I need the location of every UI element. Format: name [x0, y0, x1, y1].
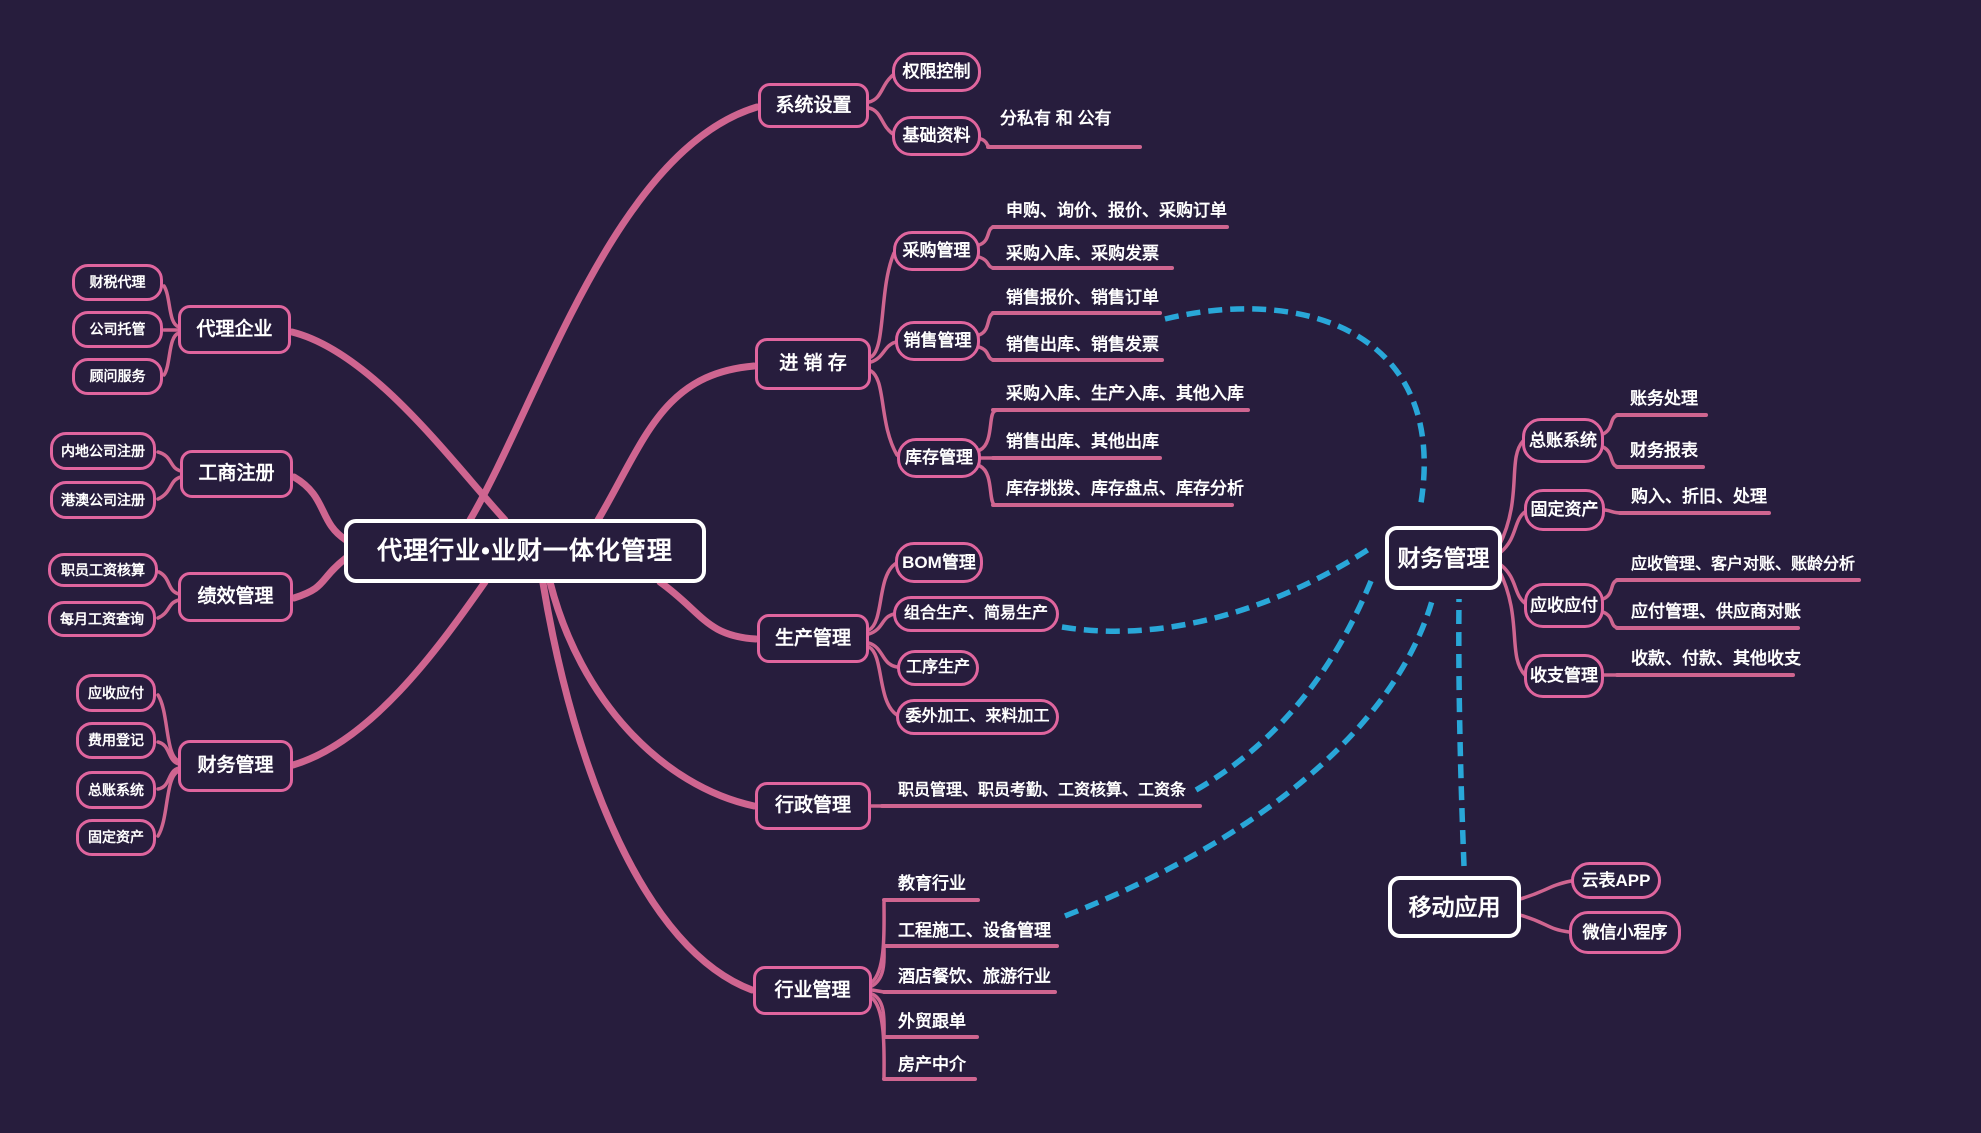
node-performance-mgmt[interactable]: 绩效管理: [178, 572, 293, 622]
label-industry-line-1[interactable]: 教育行业: [898, 874, 966, 893]
label-industry-line-2[interactable]: 工程施工、设备管理: [898, 921, 1051, 940]
node-gl-system-left[interactable]: 总账系统: [76, 771, 156, 809]
node-monthly-salary-query[interactable]: 每月工资查询: [48, 601, 156, 637]
label-stock-line-2[interactable]: 销售出库、其他出库: [1006, 432, 1159, 451]
node-process-production[interactable]: 工序生产: [897, 650, 979, 686]
node-fixed-assets-left[interactable]: 固定资产: [76, 819, 156, 856]
node-gl-system[interactable]: 总账系统: [1522, 418, 1604, 463]
node-center-topic[interactable]: 代理行业•业财一体化管理: [344, 519, 706, 583]
node-sales-mgmt[interactable]: 销售管理: [895, 321, 980, 361]
label-ar-ap-line-1[interactable]: 应收管理、客户对账、账龄分析: [1631, 556, 1856, 573]
node-expense-register[interactable]: 费用登记: [76, 722, 156, 759]
label-admin-line-1[interactable]: 职员管理、职员考勤、工资核算、工资条: [898, 782, 1187, 799]
label-basic-data-note[interactable]: 分私有 和 公有: [1000, 109, 1112, 128]
node-tax-agency[interactable]: 财税代理: [72, 264, 163, 301]
label-ar-ap-line-2[interactable]: 应付管理、供应商对账: [1631, 602, 1801, 621]
label-purchase-line-2[interactable]: 采购入库、采购发票: [1006, 244, 1159, 263]
node-yunbiao-app[interactable]: 云表APP: [1571, 862, 1661, 899]
label-gl-line-1[interactable]: 账务处理: [1630, 389, 1698, 408]
label-sales-line-2[interactable]: 销售出库、销售发票: [1006, 335, 1159, 354]
node-agency-business[interactable]: 代理企业: [178, 305, 291, 354]
label-stock-line-3[interactable]: 库存挑拨、库存盘点、库存分析: [1006, 479, 1244, 498]
label-gl-line-2[interactable]: 财务报表: [1630, 441, 1698, 460]
label-stock-line-1[interactable]: 采购入库、生产入库、其他入库: [1006, 384, 1244, 403]
label-fixed-asset-line[interactable]: 购入、折旧、处理: [1631, 487, 1767, 506]
node-purchase-mgmt[interactable]: 采购管理: [893, 231, 980, 271]
node-company-trusteeship[interactable]: 公司托管: [72, 311, 163, 348]
node-system-settings[interactable]: 系统设置: [758, 83, 869, 128]
node-cashflow-mgmt[interactable]: 收支管理: [1524, 654, 1604, 698]
label-sales-line-1[interactable]: 销售报价、销售订单: [1006, 288, 1159, 307]
label-industry-line-4[interactable]: 外贸跟单: [898, 1012, 966, 1031]
label-industry-line-5[interactable]: 房产中介: [898, 1055, 966, 1074]
node-business-registration[interactable]: 工商注册: [180, 450, 293, 498]
label-industry-line-3[interactable]: 酒店餐饮、旅游行业: [898, 967, 1051, 986]
node-finance-mgmt[interactable]: 财务管理: [1385, 526, 1502, 590]
node-purchase-sale-stock[interactable]: 进 销 存: [755, 338, 871, 390]
node-fixed-assets[interactable]: 固定资产: [1524, 489, 1605, 531]
node-ar-ap-left[interactable]: 应收应付: [76, 674, 156, 712]
node-admin-mgmt[interactable]: 行政管理: [755, 782, 871, 830]
node-staff-salary-calc[interactable]: 职员工资核算: [48, 553, 158, 587]
node-stock-mgmt[interactable]: 库存管理: [897, 438, 981, 478]
node-production-mgmt[interactable]: 生产管理: [757, 614, 869, 663]
node-outsourcing[interactable]: 委外加工、来料加工: [896, 699, 1059, 735]
label-purchase-line-1[interactable]: 申购、询价、报价、采购订单: [1006, 201, 1227, 220]
label-cashflow-line[interactable]: 收款、付款、其他收支: [1631, 649, 1801, 668]
node-permission-control[interactable]: 权限控制: [892, 52, 981, 92]
node-mainland-company-reg[interactable]: 内地公司注册: [50, 432, 156, 470]
node-bom-mgmt[interactable]: BOM管理: [895, 542, 983, 583]
node-ar-ap[interactable]: 应收应付: [1524, 583, 1604, 628]
node-mobile-app[interactable]: 移动应用: [1388, 876, 1521, 938]
node-hkmo-company-reg[interactable]: 港澳公司注册: [50, 481, 156, 519]
node-combo-production[interactable]: 组合生产、简易生产: [893, 596, 1059, 632]
node-wechat-miniprogram[interactable]: 微信小程序: [1569, 911, 1681, 954]
node-basic-data[interactable]: 基础资料: [892, 116, 981, 156]
node-industry-mgmt[interactable]: 行业管理: [753, 966, 872, 1015]
node-consulting-service[interactable]: 顾问服务: [72, 358, 163, 395]
node-finance-mgmt-left[interactable]: 财务管理: [178, 740, 293, 792]
